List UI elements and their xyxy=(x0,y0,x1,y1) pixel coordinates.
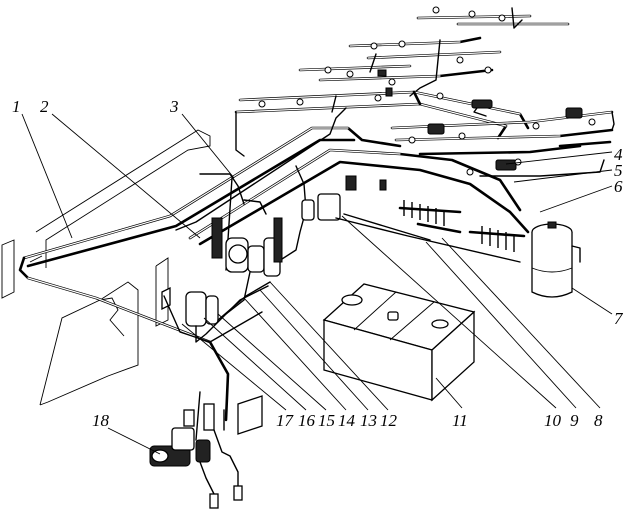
wall-outlines xyxy=(1,129,211,406)
label-15: 15 xyxy=(318,411,335,430)
leader-lines xyxy=(21,113,613,455)
milk-pipeline-network xyxy=(234,6,615,177)
callout-labels: 1 2 3 4 5 6 7 8 9 10 11 12 13 14 15 16 1… xyxy=(12,97,624,430)
label-10: 10 xyxy=(544,411,562,430)
label-5: 5 xyxy=(614,161,623,180)
milk-tank xyxy=(322,283,476,402)
label-8: 8 xyxy=(594,411,603,430)
label-9: 9 xyxy=(570,411,579,430)
label-17: 17 xyxy=(276,411,295,430)
label-1: 1 xyxy=(12,97,21,116)
right-side-equipment xyxy=(301,175,581,298)
label-2: 2 xyxy=(40,97,49,116)
label-4: 4 xyxy=(614,145,623,164)
label-14: 14 xyxy=(338,411,356,430)
label-7: 7 xyxy=(614,309,624,328)
main-trunk-pipes xyxy=(18,95,530,422)
central-vacuum-milk-units xyxy=(163,217,283,343)
label-6: 6 xyxy=(614,177,623,196)
label-18: 18 xyxy=(92,411,110,430)
label-13: 13 xyxy=(360,411,377,430)
label-3: 3 xyxy=(169,97,179,116)
label-12: 12 xyxy=(380,411,398,430)
label-11: 11 xyxy=(452,411,468,430)
vacuum-pump-unit xyxy=(149,391,263,509)
label-16: 16 xyxy=(298,411,316,430)
